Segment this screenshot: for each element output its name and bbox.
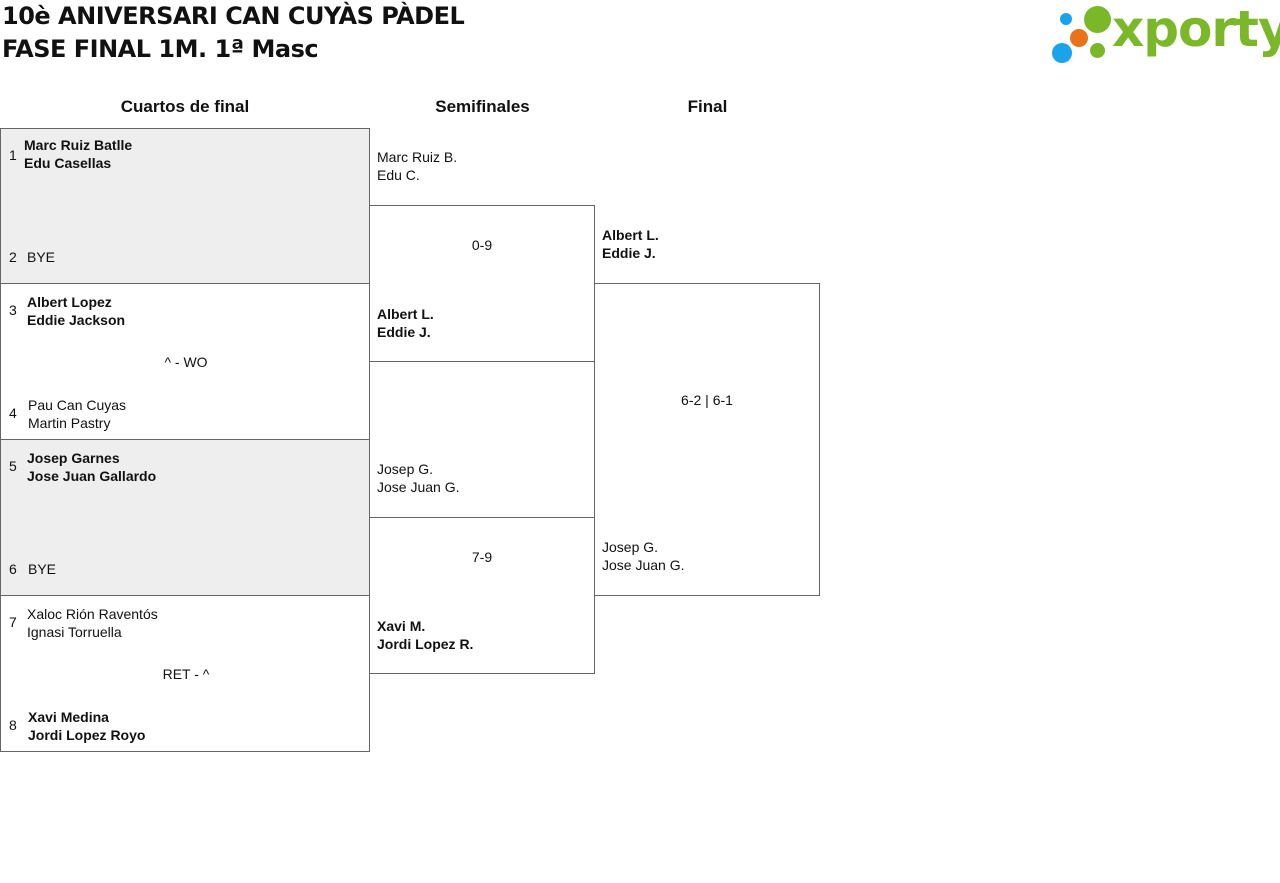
semifinal-team-a: Marc Ruiz B. Edu C. (377, 148, 457, 184)
player-name: Edu Casellas (24, 155, 112, 171)
quarterfinal-match-4[interactable]: 7 Xaloc Rión Raventós Ignasi Torruella R… (0, 595, 370, 752)
player-name: Xaloc Rión Raventós (27, 606, 158, 622)
seed-number: 5 (9, 458, 17, 474)
player-name: Eddie J. (602, 245, 656, 261)
column-header-final: Final (687, 97, 728, 116)
match-score: ^ - WO (164, 354, 208, 370)
seed-number: 3 (9, 302, 17, 318)
player-name: Jose Juan G. (377, 479, 460, 495)
player-name: Jose Juan G. (602, 557, 685, 573)
team-names: Josep Garnes Jose Juan Gallardo (27, 449, 156, 485)
semifinal-team-b: Xavi M. Jordi Lopez R. (377, 617, 473, 653)
logo-dot-green-small-icon (1090, 43, 1105, 58)
logo-wordmark: xporty (1112, 0, 1280, 58)
player-name: Martin Pastry (28, 415, 111, 431)
player-name: Marc Ruiz B. (377, 149, 458, 165)
player-name: Pau Can Cuyas (28, 397, 127, 413)
semifinal-team-a: Josep G. Jose Juan G. (377, 460, 460, 496)
logo-dot-orange-icon (1070, 29, 1088, 47)
player-name: Eddie J. (377, 324, 431, 340)
player-name: Eddie Jackson (27, 312, 126, 328)
column-header-quarterfinals: Cuartos de final (120, 97, 250, 116)
player-name: Edu C. (377, 167, 420, 183)
quarterfinal-match-3[interactable]: 5 Josep Garnes Jose Juan Gallardo 6 BYE (0, 439, 370, 596)
final-team-b: Josep G. Jose Juan G. (602, 538, 685, 574)
quarterfinal-match-2[interactable]: 3 Albert Lopez Eddie Jackson ^ - WO 4 Pa… (0, 283, 370, 440)
player-name: Jordi Lopez R. (377, 636, 474, 652)
match-score: 7-9 (471, 549, 493, 565)
semifinal-team-b: Albert L. Eddie J. (377, 305, 434, 341)
logo-dot-blue-small-icon (1060, 13, 1072, 25)
match-score: 6-2 | 6-1 (681, 392, 733, 408)
seed-number: 8 (9, 717, 17, 733)
seed-number: 6 (9, 561, 17, 577)
seed-number: 4 (9, 405, 17, 421)
logo-dot-green-icon (1084, 6, 1111, 33)
player-name: Josep G. (602, 539, 659, 555)
player-name: BYE (28, 561, 57, 577)
player-name: Marc Ruiz Batlle (24, 137, 133, 153)
semifinal-match-2[interactable]: 7-9 Xavi M. Jordi Lopez R. (369, 517, 595, 674)
team-names: Albert Lopez Eddie Jackson (27, 293, 125, 329)
seed-number: 2 (9, 249, 17, 265)
player-name: Ignasi Torruella (27, 624, 122, 640)
final-match[interactable]: 6-2 | 6-1 Josep G. Jose Juan G. (594, 283, 820, 596)
xporty-logo[interactable]: xporty (1050, 0, 1280, 68)
final-team-a: Albert L. Eddie J. (602, 226, 659, 262)
player-name: Albert L. (602, 227, 659, 243)
column-header-semifinals: Semifinales (435, 97, 530, 116)
player-name: Albert L. (377, 306, 434, 322)
match-score: 0-9 (471, 237, 493, 253)
player-name: Jose Juan Gallardo (27, 468, 157, 484)
seed-number: 7 (9, 614, 17, 630)
team-names: Xavi Medina Jordi Lopez Royo (28, 708, 145, 744)
team-names: BYE (27, 248, 55, 266)
player-name: Xavi Medina (28, 709, 109, 725)
match-score: RET - ^ (162, 666, 210, 682)
quarterfinal-match-1[interactable]: 1 Marc Ruiz Batlle Edu Casellas 2 BYE (0, 128, 370, 284)
team-names: Pau Can Cuyas Martin Pastry (28, 396, 126, 432)
semifinal-match-1[interactable]: 0-9 Albert L. Eddie J. (369, 205, 595, 362)
player-name: Josep Garnes (27, 450, 120, 466)
phase-title: FASE FINAL 1M. 1ª Masc (2, 35, 319, 63)
player-name: Jordi Lopez Royo (28, 727, 146, 743)
player-name: BYE (27, 249, 56, 265)
tournament-title: 10è ANIVERSARI CAN CUYÀS PÀDEL (2, 2, 465, 30)
seed-number: 1 (9, 147, 17, 163)
team-names: Marc Ruiz Batlle Edu Casellas (24, 136, 132, 172)
logo-dot-blue-icon (1052, 43, 1072, 63)
player-name: Josep G. (377, 461, 434, 477)
player-name: Albert Lopez (27, 294, 112, 310)
player-name: Xavi M. (377, 618, 426, 634)
team-names: BYE (28, 560, 56, 578)
team-names: Xaloc Rión Raventós Ignasi Torruella (27, 605, 158, 641)
